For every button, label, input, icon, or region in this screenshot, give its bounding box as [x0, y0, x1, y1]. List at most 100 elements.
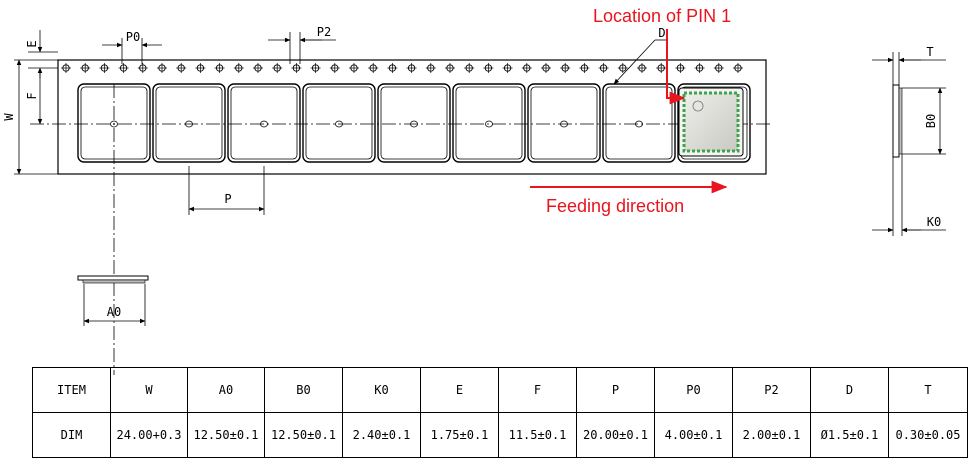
- sprocket-hole: [675, 63, 686, 73]
- sprocket-hole: [61, 63, 71, 73]
- sprocket-hole: [118, 63, 129, 73]
- dim-label-b0: B0: [924, 114, 938, 128]
- sprocket-hole: [598, 63, 609, 73]
- sprocket-hole: [483, 63, 494, 73]
- table-header-cell: T: [888, 367, 968, 413]
- table-header-cell: P: [576, 367, 655, 413]
- table-header-cell: B0: [264, 367, 343, 413]
- dim-label-w: W: [2, 113, 16, 121]
- side-view: [892, 84, 903, 158]
- sprocket-hole: [521, 63, 532, 73]
- table-cell: 24.00+0.3: [110, 412, 188, 458]
- sprocket-hole: [291, 63, 302, 73]
- sprocket-hole: [137, 63, 148, 73]
- table-header-cell: D: [810, 367, 889, 413]
- sprocket-hole: [80, 63, 91, 73]
- table-cell: 2.40±0.1: [342, 412, 421, 458]
- sprocket-hole: [157, 63, 167, 73]
- sprocket-hole: [541, 63, 551, 73]
- sprocket-hole: [176, 63, 187, 73]
- dim-p2: P2: [268, 25, 336, 64]
- sprocket-hole: [445, 63, 455, 73]
- dim-label-p0: P0: [126, 30, 140, 44]
- dim-d: D: [613, 26, 668, 85]
- dim-p: P: [188, 166, 265, 215]
- feeding-label: Feeding direction: [546, 196, 684, 216]
- carrier-tape: [57, 59, 767, 175]
- sprocket-hole: [560, 63, 571, 73]
- sprocket-hole: [310, 63, 321, 73]
- table-cell: 0.30±0.05: [888, 412, 968, 458]
- dim-b0: B0: [902, 87, 946, 155]
- table-header-cell: E: [420, 367, 499, 413]
- table-header-cell: A0: [187, 367, 265, 413]
- table-cell: 2.00±0.1: [732, 412, 811, 458]
- a0-side-view: A0: [77, 275, 149, 326]
- module-component: [678, 87, 744, 157]
- dim-label-a0: A0: [107, 305, 121, 319]
- dim-label-e: E: [25, 40, 39, 47]
- sprocket-hole: [253, 63, 263, 73]
- sprocket-hole: [579, 63, 590, 73]
- table-header-cell: W: [110, 367, 188, 413]
- sprocket-hole: [656, 63, 667, 73]
- sprocket-hole: [233, 63, 244, 73]
- table-header-cell: F: [498, 367, 577, 413]
- dim-w: W: [2, 59, 58, 175]
- sprocket-hole: [733, 63, 743, 73]
- pocket: [602, 83, 676, 163]
- table-cell: 1.75±0.1: [420, 412, 499, 458]
- sprocket-hole: [713, 63, 724, 73]
- pocket-row: [77, 83, 751, 163]
- sprocket-hole: [214, 63, 225, 73]
- dim-label-p: P: [224, 192, 231, 206]
- dim-label-p2: P2: [317, 25, 331, 39]
- table-header-cell: K0: [342, 367, 421, 413]
- table-cell: Ø1.5±0.1: [810, 412, 889, 458]
- pocket: [527, 83, 601, 163]
- sprocket-hole: [617, 63, 628, 73]
- table-cell: 12.50±0.1: [264, 412, 343, 458]
- table-header-cell: P2: [732, 367, 811, 413]
- dim-t: T: [872, 45, 946, 85]
- table-cell: 11.5±0.1: [498, 412, 577, 458]
- sprocket-hole-row: [61, 63, 743, 73]
- dimension-table: ITEM W A0 B0 K0 E F P P0 P2 D T DIM 24.0…: [32, 367, 968, 458]
- sprocket-hole: [694, 63, 705, 73]
- sprocket-hole: [425, 63, 436, 73]
- dim-p0: P0: [102, 30, 162, 64]
- sprocket-hole: [99, 63, 110, 73]
- table-header-row: ITEM W A0 B0 K0 E F P P0 P2 D T: [32, 367, 968, 413]
- sprocket-hole: [387, 63, 398, 73]
- pocket: [302, 83, 376, 163]
- dim-label-f: F: [25, 92, 39, 99]
- pin1-annotation: Location of PIN 1: [593, 6, 731, 105]
- feeding-direction-annotation: Feeding direction: [530, 180, 728, 216]
- pocket: [452, 83, 526, 163]
- table-cell: 20.00±0.1: [576, 412, 655, 458]
- dim-label-t: T: [926, 45, 933, 59]
- pocket: [152, 83, 226, 163]
- sprocket-hole: [195, 63, 206, 73]
- dim-label-d: D: [658, 26, 665, 40]
- table-header-cell: P0: [654, 367, 733, 413]
- dim-e: E: [25, 30, 58, 78]
- sprocket-hole: [368, 63, 379, 73]
- sprocket-hole: [464, 63, 475, 73]
- sprocket-hole: [349, 63, 359, 73]
- dim-label-k0: K0: [927, 215, 941, 229]
- sprocket-hole: [502, 63, 513, 73]
- table-cell: 4.00±0.1: [654, 412, 733, 458]
- table-cell: 12.50±0.1: [187, 412, 265, 458]
- table-header-cell: ITEM: [32, 367, 111, 413]
- table-cell: DIM: [32, 412, 111, 458]
- table-row: DIM 24.00+0.3 12.50±0.1 12.50±0.1 2.40±0…: [32, 412, 968, 458]
- pocket: [377, 83, 451, 163]
- pin1-label: Location of PIN 1: [593, 6, 731, 26]
- sprocket-hole: [272, 63, 283, 73]
- dim-f: F: [25, 67, 43, 125]
- sprocket-hole: [406, 63, 417, 73]
- pocket: [227, 83, 301, 163]
- dim-k0: K0: [872, 154, 946, 236]
